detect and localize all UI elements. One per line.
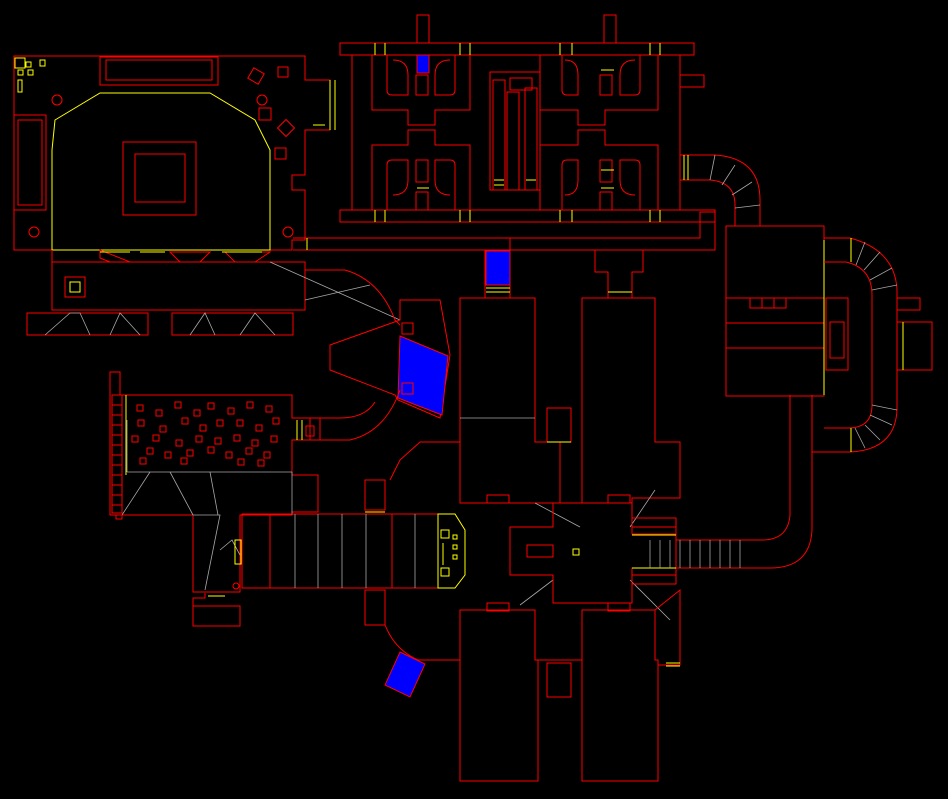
crate (137, 419, 145, 427)
crate (159, 425, 167, 433)
south-rooms (459, 588, 681, 782)
curved-west-hall (300, 269, 451, 441)
crate (233, 434, 241, 442)
door-south-west (384, 651, 426, 698)
crate (246, 401, 254, 409)
west-corridor (241, 513, 466, 589)
crate (270, 435, 278, 443)
crate (214, 437, 222, 445)
south-hub (509, 502, 677, 604)
crate (263, 451, 271, 459)
crate (131, 435, 139, 443)
west-crate-room (109, 371, 321, 627)
crate (216, 419, 224, 427)
door-central (485, 250, 511, 286)
east-ring (649, 154, 933, 569)
crate (181, 417, 189, 425)
crate (155, 409, 163, 417)
door-west-curve (397, 335, 449, 416)
crate-grid (131, 401, 280, 467)
crate (193, 409, 201, 417)
crate (255, 424, 263, 432)
crate (136, 404, 144, 412)
crate (180, 457, 188, 465)
crate (251, 439, 259, 447)
crate (265, 405, 273, 413)
door-north-chapel (416, 54, 430, 74)
crate (236, 419, 244, 427)
crate (164, 451, 172, 459)
crate (245, 447, 253, 455)
crate (186, 449, 194, 457)
crate (272, 417, 280, 425)
crate (237, 458, 245, 466)
crate (139, 457, 147, 465)
crate (227, 407, 235, 415)
crate (225, 451, 233, 459)
crate (152, 434, 160, 442)
crate (175, 439, 183, 447)
crate (174, 401, 182, 409)
north-chapel (339, 14, 716, 223)
west-lower-strip (26, 237, 510, 336)
crate (195, 435, 203, 443)
northwest-hall (13, 55, 336, 251)
crate (207, 446, 215, 454)
crate (199, 424, 207, 432)
central-connector (484, 211, 716, 299)
crate (207, 402, 215, 410)
crate (146, 447, 154, 455)
crate (257, 459, 265, 467)
